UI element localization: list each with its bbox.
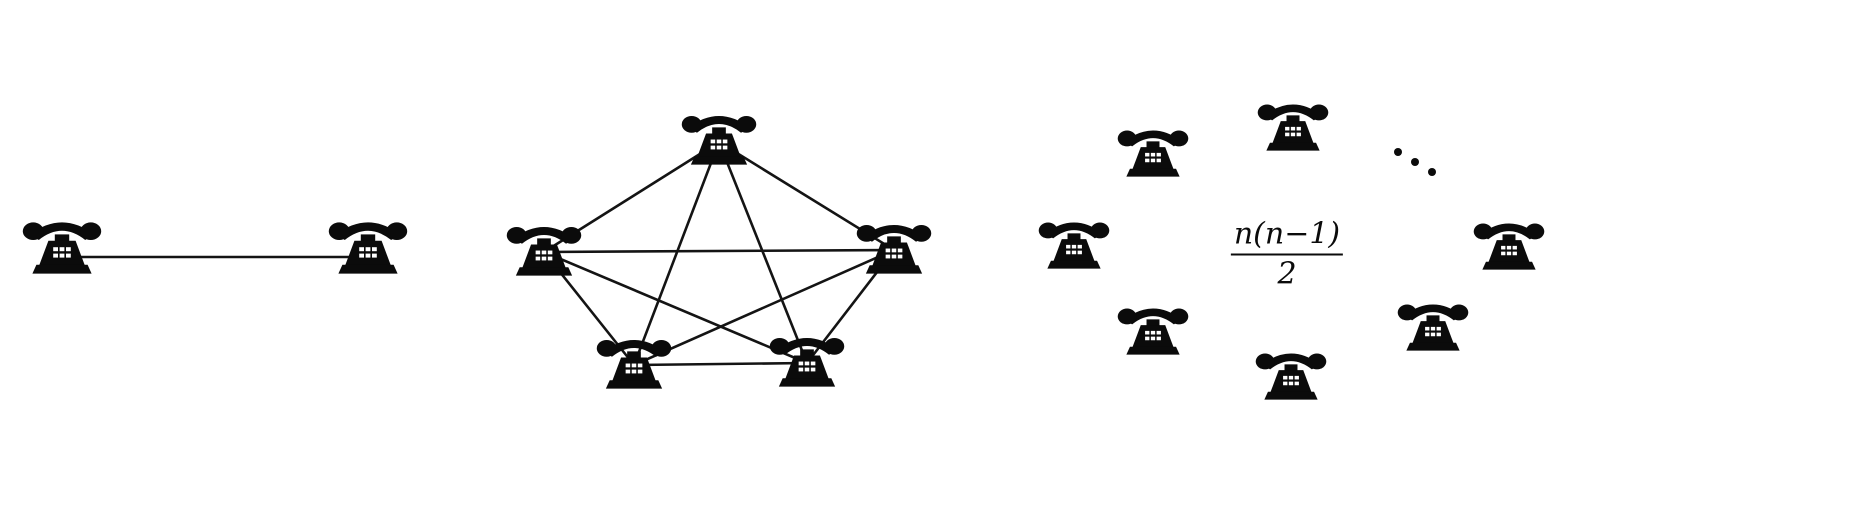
telephone-icon bbox=[506, 217, 582, 278]
telephone-icon bbox=[328, 212, 408, 276]
telephone-icon bbox=[769, 328, 845, 389]
telephone-icon bbox=[1397, 295, 1469, 353]
telephone-icon bbox=[856, 215, 932, 276]
telephone-icon bbox=[596, 330, 672, 391]
telephone-icon bbox=[1257, 95, 1329, 153]
connection-line bbox=[542, 250, 809, 365]
telephone-icon bbox=[1117, 299, 1189, 357]
telephone-icon bbox=[1117, 121, 1189, 179]
connection-line bbox=[542, 248, 896, 254]
connection-line bbox=[632, 248, 896, 367]
formula-numerator: n(n−1) bbox=[1233, 216, 1341, 252]
telephone-icon bbox=[1473, 214, 1545, 272]
ellipsis-dot bbox=[1394, 148, 1402, 156]
ellipsis-dot bbox=[1428, 168, 1436, 176]
telephone-icon bbox=[1038, 213, 1110, 271]
telephone-icon bbox=[681, 106, 757, 167]
ellipsis-dot bbox=[1411, 158, 1419, 166]
formula-fraction: n(n−1) 2 bbox=[1230, 216, 1344, 290]
telephone-icon bbox=[1255, 344, 1327, 402]
telephone-icon bbox=[22, 212, 102, 276]
formula-denominator: 2 bbox=[1230, 253, 1344, 290]
